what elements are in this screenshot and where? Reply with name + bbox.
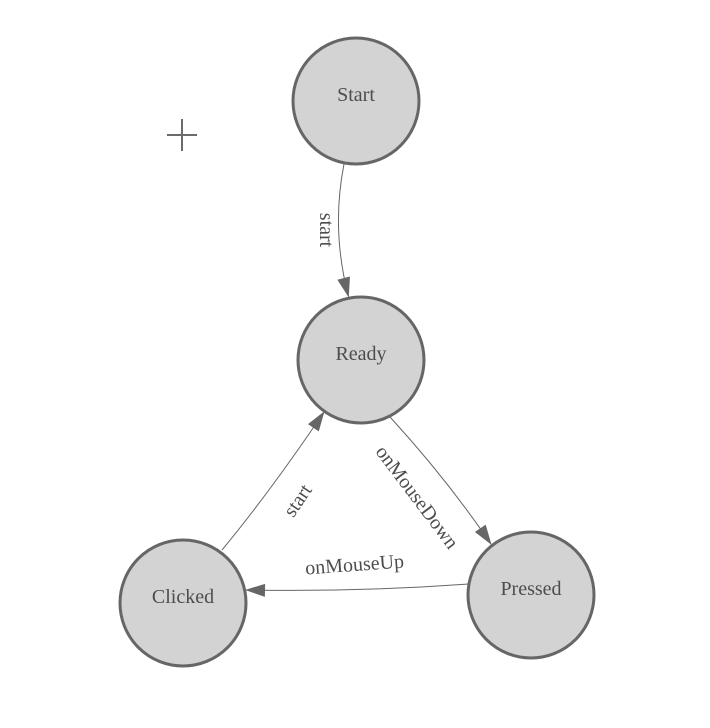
- node-circle[interactable]: [466, 530, 596, 660]
- node-circle[interactable]: [296, 295, 426, 425]
- state-node-start[interactable]: Start: [291, 36, 421, 166]
- node-label: Ready: [335, 343, 386, 365]
- edge-ready-to-pressed[interactable]: onMouseDown: [371, 416, 492, 554]
- node-circle[interactable]: [291, 36, 421, 166]
- edge-line[interactable]: [337, 163, 350, 298]
- edge-pressed-to-clicked[interactable]: onMouseUp: [245, 551, 470, 597]
- edge-line[interactable]: [245, 583, 470, 597]
- edge-label[interactable]: onMouseUp: [304, 551, 404, 580]
- node-label: Pressed: [500, 578, 561, 600]
- edge-line[interactable]: [221, 411, 325, 551]
- edge-clicked-to-ready[interactable]: start: [221, 411, 325, 551]
- edge-label[interactable]: start: [315, 213, 337, 248]
- edge-line[interactable]: [389, 416, 492, 545]
- state-node-clicked[interactable]: Clicked: [118, 538, 248, 668]
- edge-label[interactable]: start: [279, 480, 317, 521]
- node-label: Start: [337, 84, 375, 106]
- crosshair-icon: [167, 119, 197, 151]
- edge-label[interactable]: onMouseDown: [371, 442, 463, 554]
- node-circle[interactable]: [118, 538, 248, 668]
- edge-start-to-ready[interactable]: start: [315, 163, 350, 298]
- state-node-pressed[interactable]: Pressed: [466, 530, 596, 660]
- state-node-ready[interactable]: Ready: [296, 295, 426, 425]
- node-label: Clicked: [152, 586, 214, 608]
